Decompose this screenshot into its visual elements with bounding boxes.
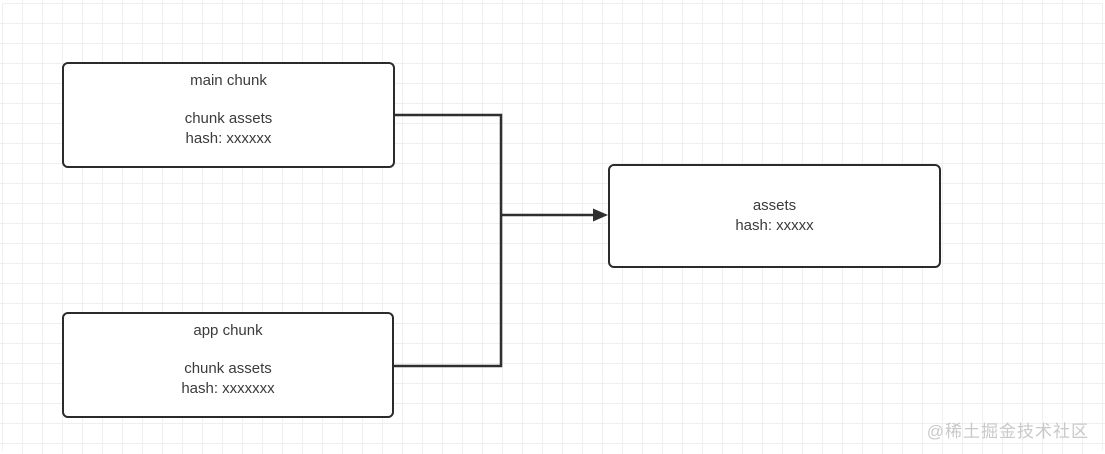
node-body: chunk assets hash: xxxxxxx	[181, 359, 274, 399]
node-line-chunk-assets: chunk assets	[184, 360, 272, 377]
node-line-chunk-assets: chunk assets	[184, 110, 273, 127]
node-title: app chunk	[193, 322, 263, 339]
arrowhead-icon	[593, 208, 608, 222]
node-app-chunk: app chunk chunk assets hash: xxxxxxx	[62, 312, 394, 418]
node-title: main chunk	[190, 72, 267, 89]
node-main-chunk: main chunk chunk assets hash: xxxxxx	[62, 62, 395, 168]
watermark: @稀土掘金技术社区	[926, 422, 1089, 441]
node-line-hash: hash: xxxxx	[735, 217, 814, 234]
node-line-hash: hash: xxxxxx	[185, 130, 272, 147]
node-line-assets: assets	[752, 197, 797, 214]
edge-main-and-app-join	[394, 113, 503, 368]
node-body: chunk assets hash: xxxxxx	[185, 109, 273, 149]
node-line-hash: hash: xxxxxxx	[181, 380, 275, 397]
node-assets: assets hash: xxxxx	[608, 164, 941, 268]
